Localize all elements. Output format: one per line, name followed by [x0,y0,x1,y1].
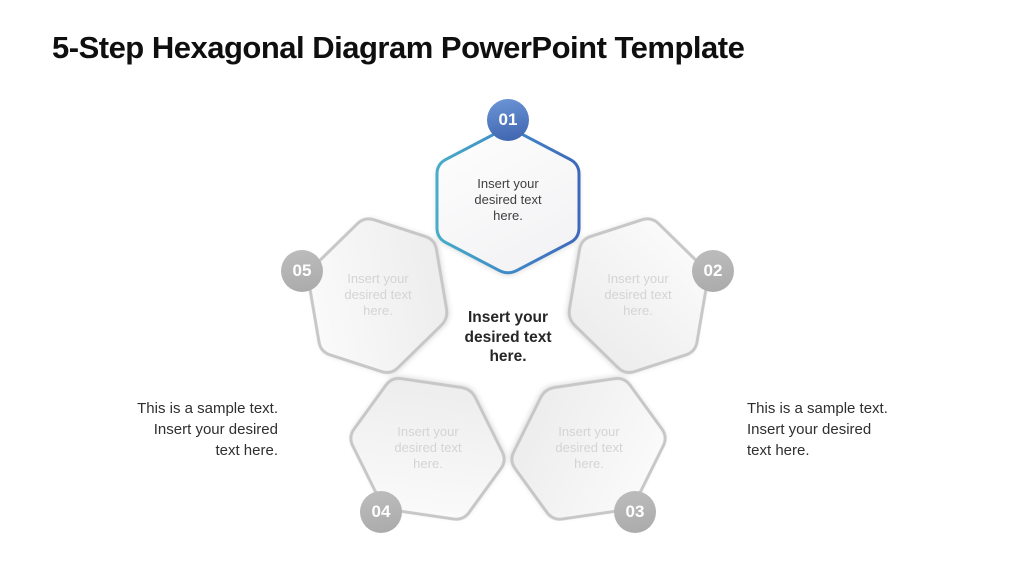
hexagon-step-05-group [288,206,468,385]
hexagon-step-01-group [435,127,581,275]
step-01-badge: 01 [487,99,529,141]
hexagon-step-04[interactable] [328,349,527,548]
hexagon-step-03-group [489,349,688,548]
step-03-text-placeholder[interactable]: Insert your desired text here. [555,424,623,471]
step-03-badge: 03 [614,491,656,533]
step-04-text-placeholder[interactable]: Insert your desired text here. [394,424,462,471]
hexagon-step-01[interactable] [435,127,581,275]
step-02-badge: 02 [692,250,734,292]
left-sample-text[interactable]: This is a sample text. Insert your desir… [137,400,278,459]
center-text-placeholder[interactable]: Insert your desired text here. [464,309,552,365]
hexagon-step-03[interactable] [489,349,688,548]
step-04-badge: 04 [360,491,402,533]
hexagon-step-02-group [548,206,728,385]
hexagon-step-02[interactable] [548,206,728,385]
step-05-text-placeholder[interactable]: Insert your desired text here. [344,271,412,318]
step-01-text-placeholder[interactable]: Insert your desired text here. [474,176,542,223]
slide-title[interactable]: 5-Step Hexagonal Diagram PowerPoint Temp… [52,30,745,65]
step-02-text-placeholder[interactable]: Insert your desired text here. [604,271,672,318]
hexagon-step-05[interactable] [288,206,468,385]
right-sample-text[interactable]: This is a sample text. Insert your desir… [747,400,888,459]
step-05-badge: 05 [281,250,323,292]
hexagon-step-04-group [328,349,527,548]
